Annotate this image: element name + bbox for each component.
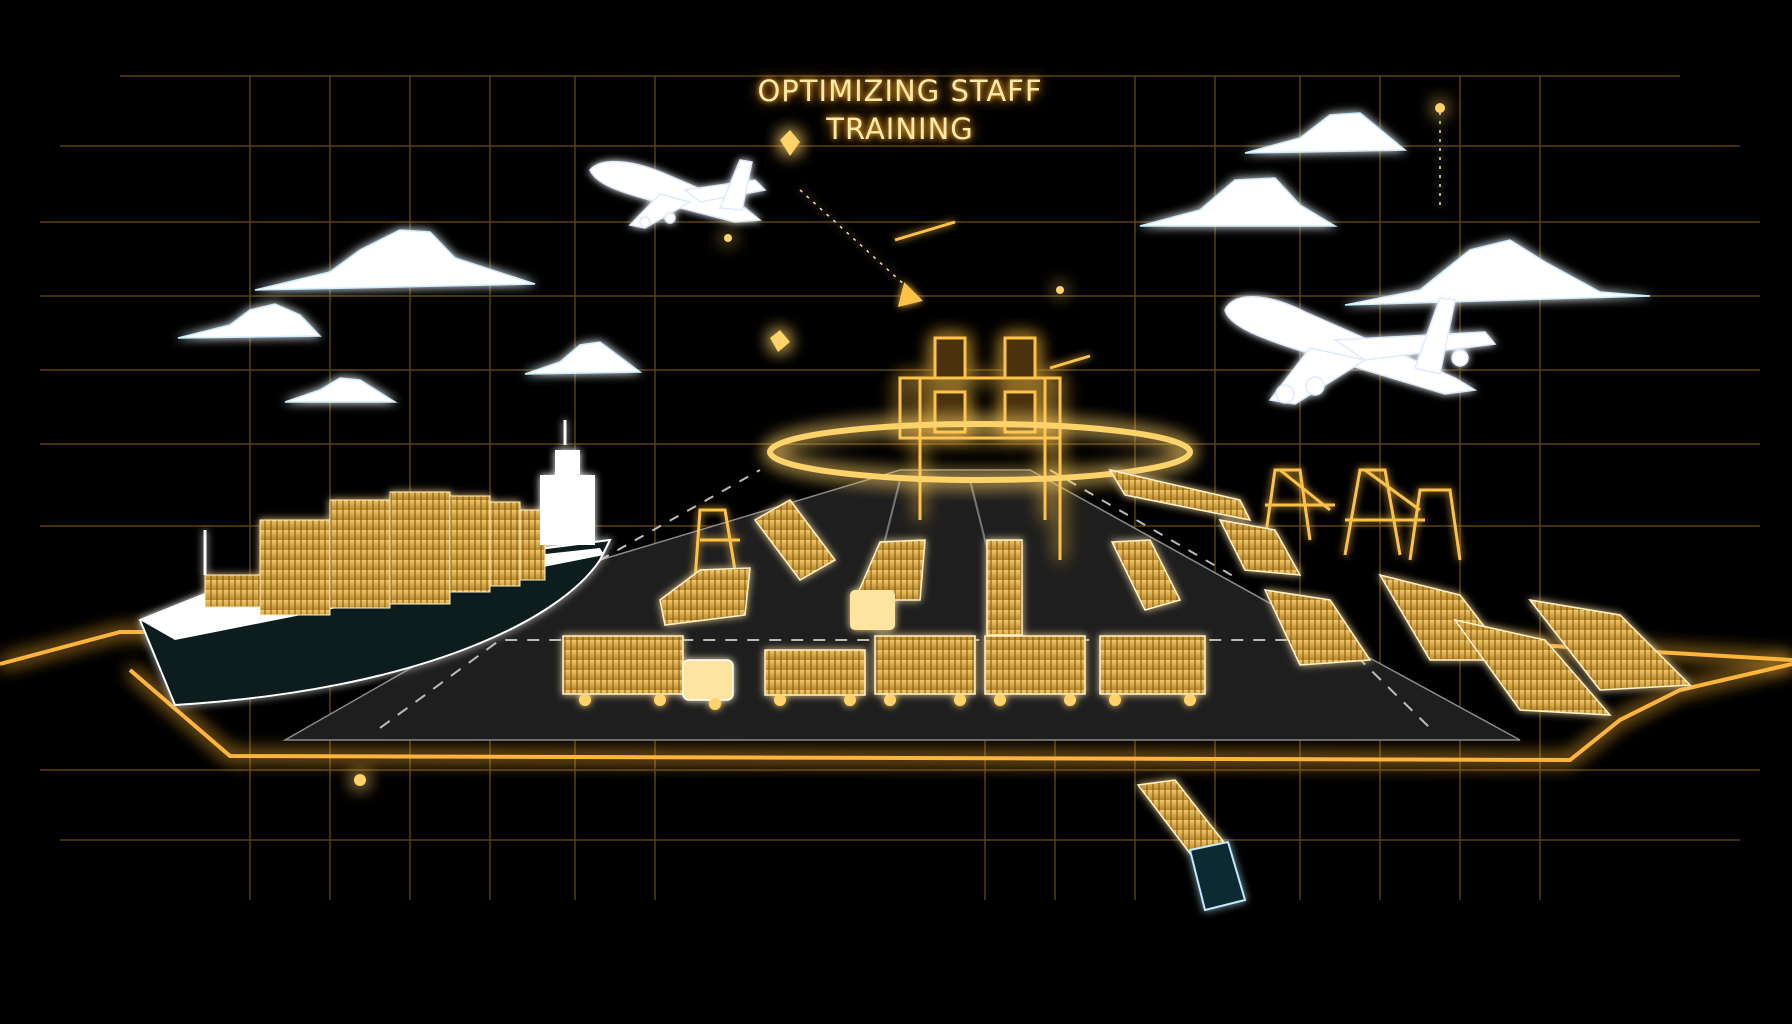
truck-icon — [1099, 635, 1206, 706]
truck-icon — [764, 649, 866, 706]
truck-icon — [1528, 598, 1692, 691]
truck-icon — [1108, 468, 1252, 522]
headline: OPTIMIZING STAFF TRAINING — [720, 72, 1080, 148]
cloud-icon — [1344, 239, 1651, 306]
truck-icon — [562, 635, 734, 710]
sparkle-icon — [354, 103, 1445, 786]
ship-icon — [138, 420, 612, 707]
cloud-icon — [1139, 177, 1338, 227]
cloud-icon — [524, 341, 643, 375]
cloud-icon — [1244, 112, 1408, 154]
airplane-icon — [1224, 296, 1497, 405]
light-trails — [799, 112, 1441, 370]
truck-icon — [659, 567, 751, 626]
airplane-icon — [589, 159, 767, 229]
truck-icon — [1218, 518, 1302, 576]
focus-ring — [767, 421, 1193, 483]
truck-icon — [874, 635, 976, 706]
clouds — [177, 112, 1651, 403]
truck-icon — [984, 635, 1086, 706]
crane-icon — [1263, 468, 1462, 561]
truck-icon — [850, 539, 926, 630]
cloud-icon — [284, 377, 398, 403]
truck-icon — [1110, 539, 1182, 611]
trucks — [562, 468, 1692, 912]
truck-icon — [986, 539, 1023, 636]
truck-icon — [1263, 589, 1372, 666]
truck-icon — [1136, 779, 1247, 912]
headline-line-2: TRAINING — [826, 112, 974, 146]
truck-icon — [1453, 618, 1612, 716]
headline-line-1: OPTIMIZING STAFF — [757, 74, 1043, 108]
cloud-icon — [254, 229, 536, 291]
cloud-icon — [177, 303, 322, 339]
crane-icon — [693, 508, 740, 581]
truck-icon — [753, 499, 837, 581]
